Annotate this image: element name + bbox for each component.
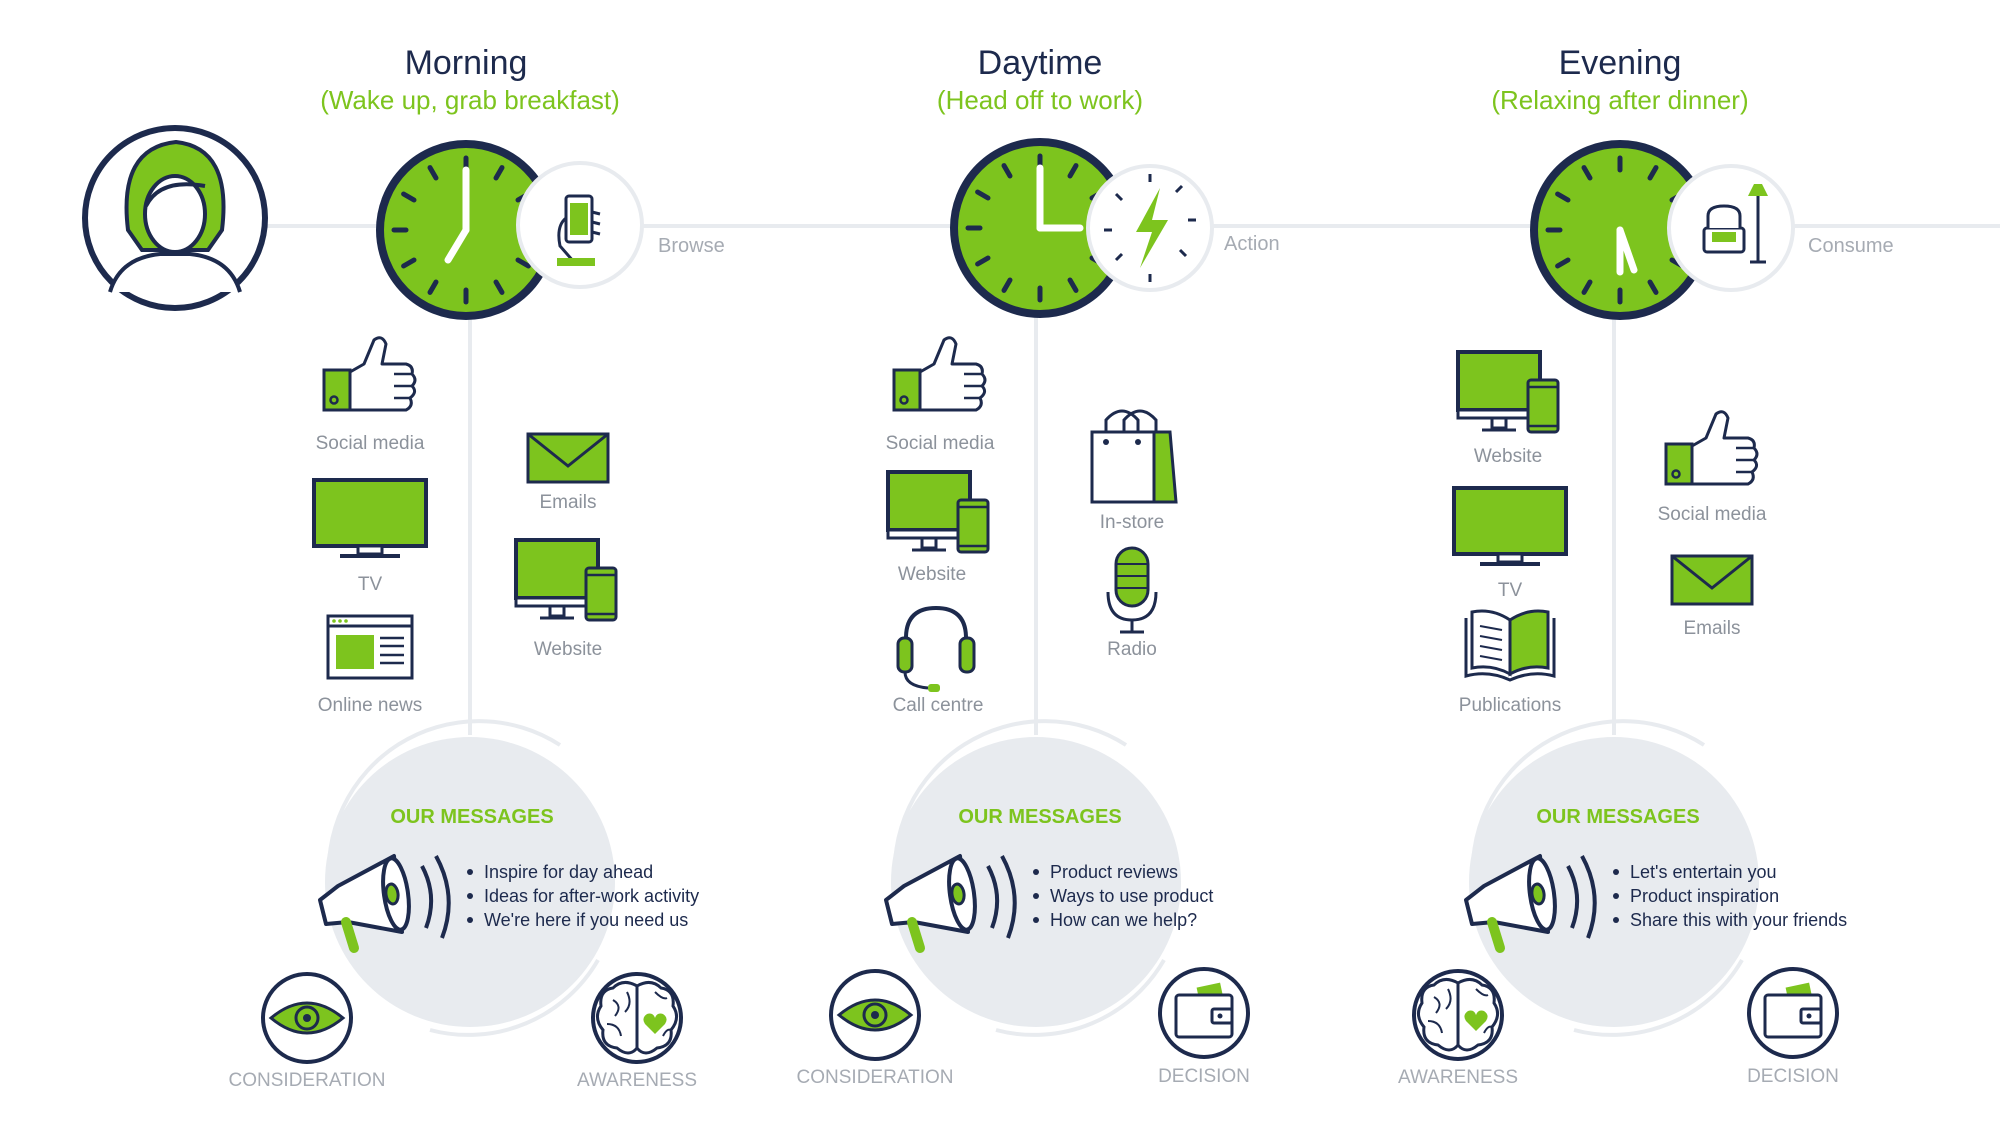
morning-messages-heading: OUR MESSAGES <box>390 806 553 828</box>
daytime-channel-right-1: In-store <box>1100 512 1164 533</box>
daytime-messages-heading: OUR MESSAGES <box>958 806 1121 828</box>
evening-channel-left-2: TV <box>1498 580 1523 601</box>
evening-message-2: Product inspiration <box>1630 886 1779 906</box>
daytime-clock-icon <box>950 138 1130 318</box>
evening-messages-panel <box>1469 719 1759 1037</box>
daytime-channel-left-3: Call centre <box>893 695 984 716</box>
morning-subtitle: (Wake up, grab breakfast) <box>320 85 620 115</box>
daytime-stage-1: CONSIDERATION <box>797 1067 954 1088</box>
evening-subtitle: (Relaxing after dinner) <box>1491 85 1748 115</box>
daytime-channel-left-1: Social media <box>886 433 995 454</box>
daytime-channel-left-2: Website <box>898 564 966 585</box>
morning-channel-left-1: Social media <box>316 433 425 454</box>
email-icon <box>526 432 610 484</box>
daytime-messages-panel <box>891 719 1181 1037</box>
evening-stage-2: DECISION <box>1747 1066 1839 1087</box>
email-icon <box>1670 554 1754 606</box>
evening-message-1: Let's entertain you <box>1630 862 1777 882</box>
morning-messages-panel <box>325 719 615 1037</box>
tv-icon <box>1452 486 1568 566</box>
evening-channel-left-3: Publications <box>1459 695 1561 716</box>
morning-stage-2: AWARENESS <box>577 1070 697 1091</box>
evening-channel-left-1: Website <box>1474 446 1542 467</box>
daytime-message-2: Ways to use product <box>1050 886 1213 906</box>
daytime-message-3: How can we help? <box>1050 910 1197 930</box>
evening-verb: Consume <box>1808 235 1894 257</box>
eye-icon <box>829 969 921 1061</box>
daytime-message-1: Product reviews <box>1050 862 1178 882</box>
morning-message-3: We're here if you need us <box>484 910 688 930</box>
website-icon <box>1456 350 1560 434</box>
morning-channel-left-2: TV <box>358 574 383 595</box>
evening-messages-heading: OUR MESSAGES <box>1536 806 1699 828</box>
morning-message-1: Inspire for day ahead <box>484 862 653 882</box>
evening-channel-right-1: Social media <box>1658 504 1767 525</box>
lightning-icon <box>1086 164 1214 292</box>
daytime-verb: Action <box>1224 233 1280 255</box>
daytime-subtitle: (Head off to work) <box>937 85 1143 115</box>
shopping-bag-icon <box>1090 409 1178 504</box>
news-icon <box>326 614 414 680</box>
sofa-lamp-icon <box>1667 164 1795 292</box>
tv-icon <box>312 478 428 558</box>
daytime-channel-right-2: Radio <box>1107 639 1157 660</box>
avatar-icon <box>82 125 268 311</box>
morning-channel-right-1: Emails <box>539 492 596 513</box>
morning-title: Morning <box>405 44 528 82</box>
daytime-title: Daytime <box>978 44 1103 82</box>
phone-hand-icon <box>516 161 644 289</box>
morning-message-2: Ideas for after-work activity <box>484 886 699 906</box>
morning-channel-left-3: Online news <box>318 695 423 716</box>
morning-verb: Browse <box>658 235 725 257</box>
evening-channel-right-2: Emails <box>1683 618 1740 639</box>
eye-icon <box>261 972 353 1064</box>
evening-message-3: Share this with your friends <box>1630 910 1847 930</box>
social-media-icon <box>892 336 987 412</box>
evening-title: Evening <box>1559 44 1682 82</box>
wallet-icon <box>1747 967 1839 1059</box>
brain-icon <box>1412 969 1504 1061</box>
website-icon <box>886 470 990 554</box>
morning-channel-right-2: Website <box>534 639 602 660</box>
book-icon <box>1464 609 1556 682</box>
morning-stage-1: CONSIDERATION <box>229 1070 386 1091</box>
brain-icon <box>591 972 683 1064</box>
evening-stage-1: AWARENESS <box>1398 1067 1518 1088</box>
daytime-stage-2: DECISION <box>1158 1066 1250 1087</box>
headset-icon <box>896 606 976 694</box>
wallet-icon <box>1158 967 1250 1059</box>
microphone-icon <box>1106 546 1158 634</box>
website-icon <box>514 538 618 622</box>
social-media-icon <box>1664 410 1759 486</box>
social-media-icon <box>322 336 417 412</box>
